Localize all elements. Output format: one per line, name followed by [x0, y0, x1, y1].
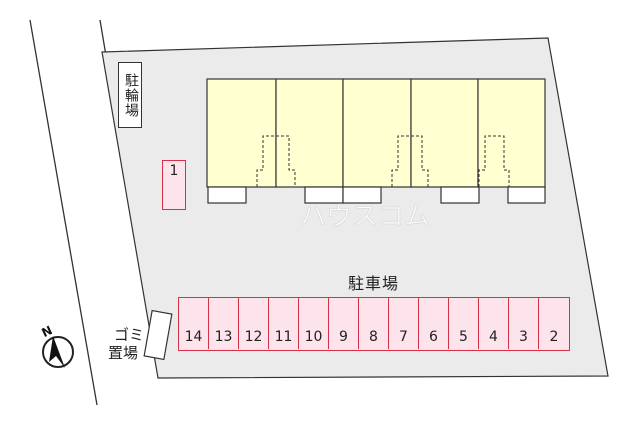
- parking-spot-12: 12: [239, 298, 269, 349]
- parking-spot-8: 8: [359, 298, 389, 349]
- parking-spot-13: 13: [209, 298, 239, 349]
- parking-spot-6: 6: [419, 298, 449, 349]
- road-line-left: [29, 19, 98, 406]
- apartment-building: [206, 78, 546, 204]
- unit-2: [275, 78, 344, 188]
- garbage-area-label: ゴミ 置場: [108, 326, 158, 362]
- garbage-area-box: [143, 309, 173, 361]
- parking-spot-11: 11: [269, 298, 299, 349]
- unit-3: [342, 78, 412, 188]
- unit-1: [206, 78, 277, 188]
- stair-outlines: [256, 135, 510, 187]
- parking-spot-10: 10: [299, 298, 329, 349]
- parking-spot-4: 4: [479, 298, 509, 349]
- parking-spot-7: 7: [389, 298, 419, 349]
- unit-4: [410, 78, 479, 188]
- parking-spot-14: 14: [179, 298, 209, 349]
- parking-label: 駐車場: [348, 274, 400, 293]
- compass: N: [39, 323, 74, 368]
- balconies: [207, 186, 546, 204]
- parking-spot-2: 2: [539, 298, 569, 349]
- bicycle-parking-label: 駐輪場: [118, 62, 142, 128]
- garbage-label-line-1: ゴミ: [114, 326, 145, 344]
- parking-spot-9: 9: [329, 298, 359, 349]
- parking-spot-1: 1: [162, 160, 186, 210]
- watermark-text: ハウスコム: [300, 202, 430, 232]
- north-arrow-icon: [49, 336, 65, 368]
- parking-spot-3: 3: [509, 298, 539, 349]
- garbage-label-line-2: 置場: [108, 344, 139, 362]
- parking-spot-5: 5: [449, 298, 479, 349]
- unit-5: [477, 78, 546, 188]
